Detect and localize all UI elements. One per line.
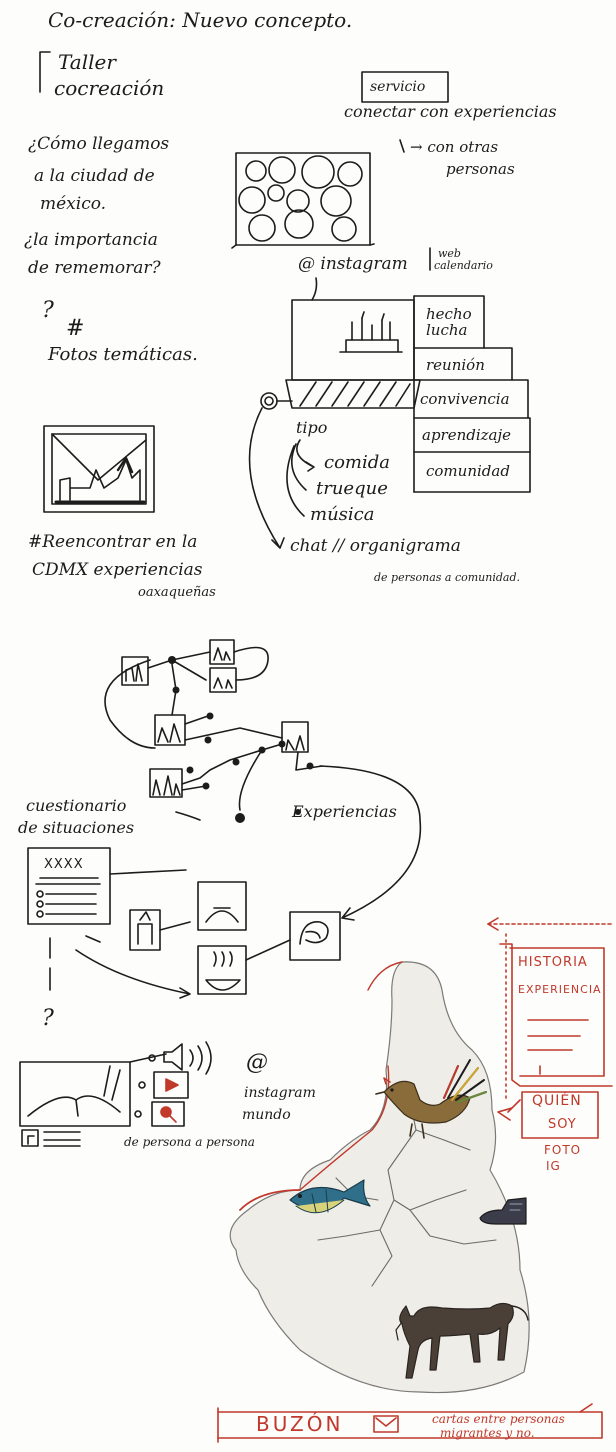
cdmx-map (229, 961, 530, 1394)
bubble-board (231, 152, 375, 249)
cocreacion-label: cocreación (54, 76, 165, 100)
question1-line3: méxico. (40, 194, 107, 214)
chat-organigrama-label: chat // organigrama (290, 536, 461, 556)
question2-line2: de rememorar? (28, 258, 161, 278)
branch-trueque: trueque (316, 478, 388, 499)
tipo-branches (286, 439, 315, 517)
ig-label: IG (546, 1159, 561, 1173)
conectar-label: conectar con experiencias (344, 102, 557, 121)
fish-sticker (289, 1179, 371, 1214)
media-panel (19, 1041, 212, 1147)
hashtag-line3: oaxaqueñas (138, 585, 216, 600)
branch-musica: música (310, 504, 375, 525)
question-mark: ? (42, 298, 54, 323)
calendario-label: calendario (434, 259, 493, 272)
cartas-line1: cartas entre personas (432, 1412, 565, 1426)
at-symbol: @ (246, 1050, 268, 1075)
con-otras-line2: personas (446, 160, 515, 178)
tag-comunidad: comunidad (426, 462, 510, 480)
tag-reunion: reunión (426, 356, 485, 374)
cartas-line2: migrantes y no. (440, 1426, 535, 1440)
spiral-node (248, 392, 293, 549)
experiencias-label: Experiencias (292, 802, 397, 821)
network-diagram (104, 639, 422, 921)
con-otras-line1: → con otras (410, 138, 499, 156)
red-annotations (217, 917, 613, 1443)
instagram-label: @ instagram (298, 254, 408, 274)
tag-convivencia: convivencia (420, 390, 510, 408)
cuestionario-line2: de situaciones (18, 818, 135, 837)
servicio-box (361, 71, 449, 103)
cuestionario-line1: cuestionario (26, 796, 127, 815)
tag-stack (413, 295, 531, 493)
branch-comida: comida (324, 452, 390, 473)
tag-hecho-lucha: hecho lucha (426, 305, 472, 339)
hash-symbol: # (66, 316, 85, 341)
tag-aprendizaje: aprendizaje (422, 426, 512, 444)
quien-label: QUIÉN (532, 1093, 582, 1109)
bird-sticker (375, 1059, 487, 1139)
servicio-label: servicio (370, 79, 426, 95)
taller-bracket (39, 51, 51, 93)
historia-label: HISTORIA (518, 955, 588, 970)
mundo-label: mundo (242, 1107, 291, 1123)
cuestionario-xxxx: XXXX (44, 857, 84, 872)
question1-line2: a la ciudad de (34, 166, 155, 186)
hashtag-line1: #Reencontrar en la (28, 532, 198, 552)
tipo-label: tipo (296, 418, 328, 437)
question1-line1: ¿Cómo llegamos (28, 134, 170, 154)
soy-label: SOY (548, 1117, 577, 1132)
buzon-label: BUZÓN (256, 1412, 344, 1436)
chat-subtitle: de personas a comunidad. (374, 571, 521, 584)
boot-sticker (479, 1197, 527, 1225)
hashtag-line2: CDMX experiencias (32, 560, 203, 580)
persona-a-persona-label: de persona a persona (124, 1135, 255, 1149)
sketch1-title: Co-creación: Nuevo concepto. (48, 8, 353, 32)
question2-line1: ¿la importancia (24, 230, 158, 250)
taller-label: Taller (58, 50, 116, 74)
horse-sticker (395, 1302, 529, 1379)
servicio-tick (399, 139, 405, 153)
foto-label: FOTO (544, 1143, 582, 1157)
experiencia-label: EXPERIENCIA (518, 983, 602, 996)
web-label: web (438, 247, 461, 260)
instagram-label-2: instagram (244, 1085, 316, 1101)
landscape-thumbnail (43, 425, 155, 513)
sketch2-question-mark: ? (42, 1006, 54, 1031)
fotos-tematicas-label: Fotos temáticas. (48, 344, 198, 365)
cuestionario-flow (27, 847, 341, 999)
